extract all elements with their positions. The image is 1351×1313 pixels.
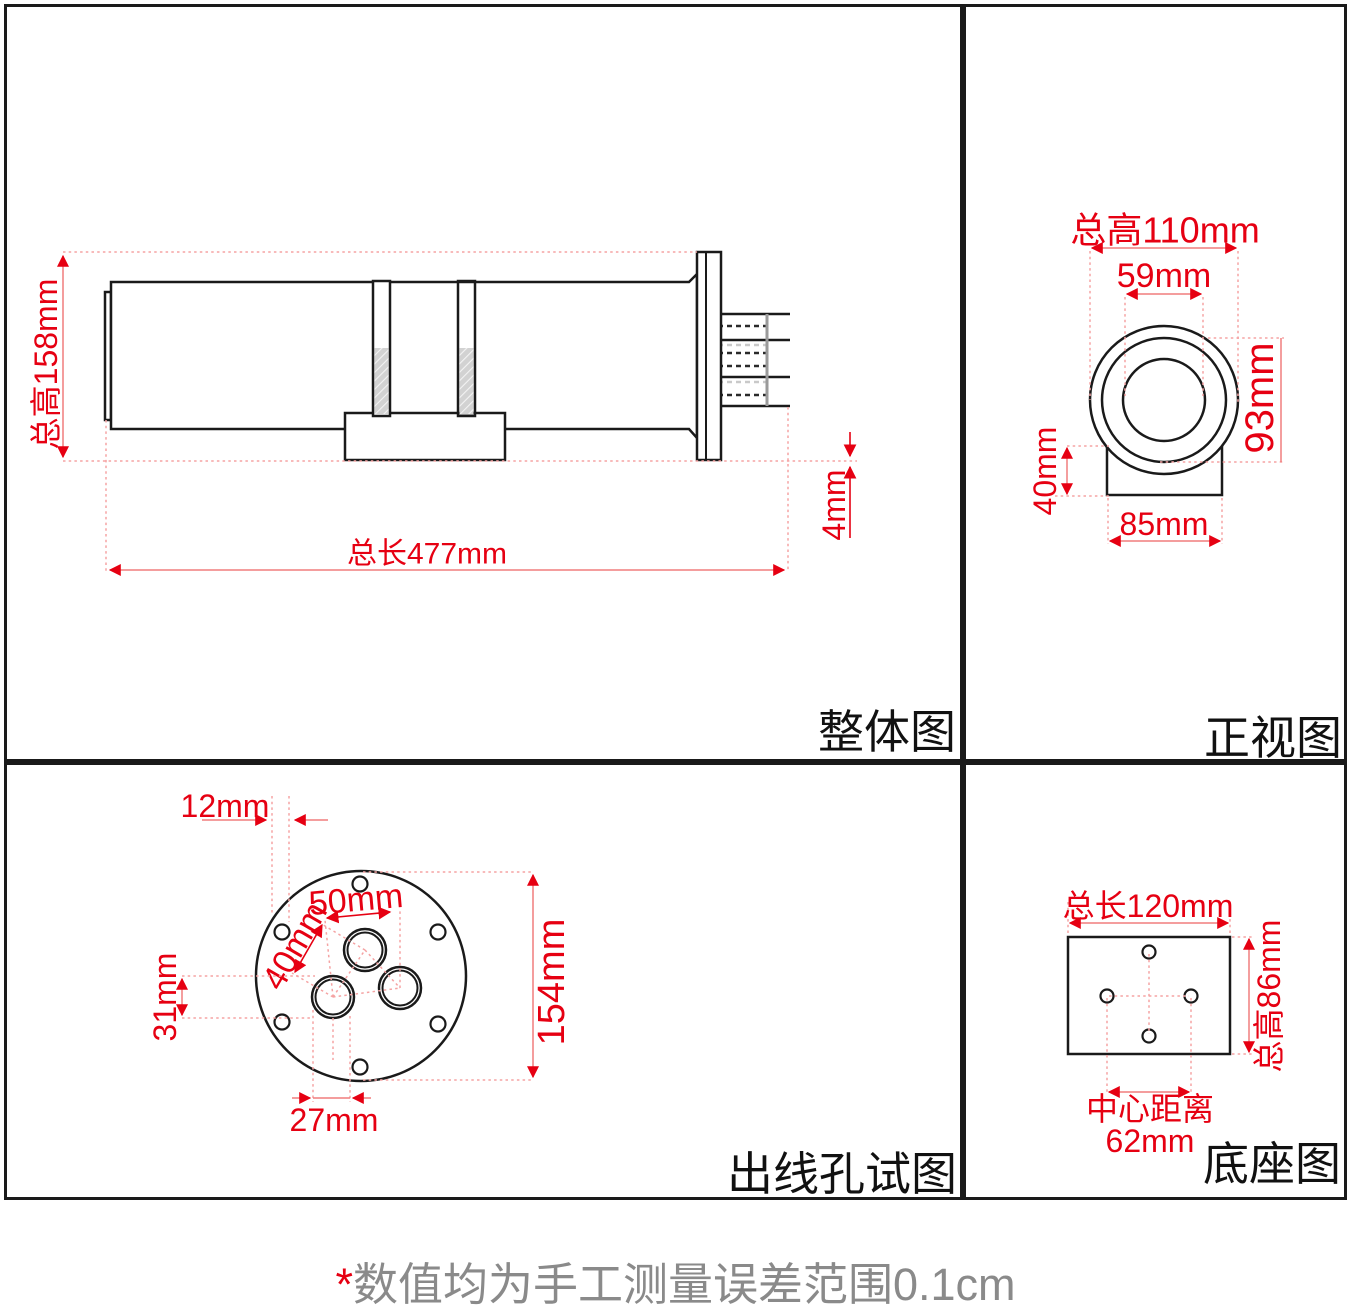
dim-total-length: 总长477mm (347, 538, 507, 571)
dim-hole-diameter: 31mm (147, 953, 183, 1042)
dim-center-distance-label: 中心距离 (1086, 1091, 1214, 1127)
panel-outlet-view: 12mm 50mm 40mm 31mm (4, 762, 963, 1200)
device-front-drawing (1088, 324, 1240, 497)
panel-border (4, 4, 963, 762)
dim-center-distance-value: 62mm (1106, 1123, 1195, 1159)
dim-base-width: 85mm (1120, 506, 1209, 542)
panel-title-front: 正视图 (1204, 712, 1342, 762)
construction-lines (291, 910, 401, 1102)
panel-border (4, 762, 963, 1200)
dimensions-overall: 总高158mm 总长477mm 4mm (28, 251, 857, 576)
dim-base-length: 总长120mm (1063, 888, 1234, 924)
dim-base-height: 总高86mm (1251, 920, 1287, 1073)
panel-title-outlet: 出线孔试图 (727, 1148, 957, 1200)
panel-border (963, 762, 1347, 1200)
panel-title-overall: 整体图 (818, 706, 956, 758)
panel-front-view: 总高110mm 59mm 93mm 40mm 85mm 正视图 (963, 4, 1347, 762)
dim-hole-offset: 27mm (290, 1102, 379, 1138)
device-side-drawing (103, 250, 790, 462)
dim-body-height: 93mm (1238, 342, 1282, 453)
rear-flange (695, 250, 723, 462)
measurement-footnote: *数值均为手工测量误差范围0.1cm (0, 1248, 1351, 1313)
panel-border (963, 4, 1347, 762)
dim-hole-span: 50mm (307, 877, 404, 923)
dim-base-height: 40mm (1027, 427, 1063, 516)
footnote-text: 数值均为手工测量误差范围0.1cm (352, 1259, 1016, 1310)
dim-front-total-height: 总高110mm (1070, 210, 1259, 251)
dimensions-base: 总长120mm 总高86mm 中心距离 62mm (1063, 888, 1287, 1159)
dim-lens-diameter: 59mm (1117, 257, 1211, 295)
dim-flange-diameter: 154mm (531, 919, 573, 1046)
panel-base-view: 总长120mm 总高86mm 中心距离 62mm 底座图 (963, 762, 1347, 1200)
mounting-posts (371, 279, 477, 418)
dim-gap: 4mm (816, 469, 852, 540)
bolt-holes (273, 875, 447, 1076)
dim-total-height: 总高158mm (28, 279, 64, 450)
dimensions-front: 总高110mm 59mm 93mm 40mm 85mm (1027, 210, 1284, 547)
cable-wires (718, 312, 790, 408)
lens-circle (1121, 357, 1207, 443)
mounting-block (343, 411, 507, 462)
panel-overall-view: 总高158mm 总长477mm 4mm 整体图 (4, 4, 963, 762)
flange-disc (254, 869, 468, 1083)
footnote-asterisk: * (335, 1259, 353, 1310)
panel-title-base: 底座图 (1203, 1138, 1341, 1190)
dim-edge-offset: 12mm (181, 788, 270, 824)
base-holes (1099, 944, 1199, 1044)
